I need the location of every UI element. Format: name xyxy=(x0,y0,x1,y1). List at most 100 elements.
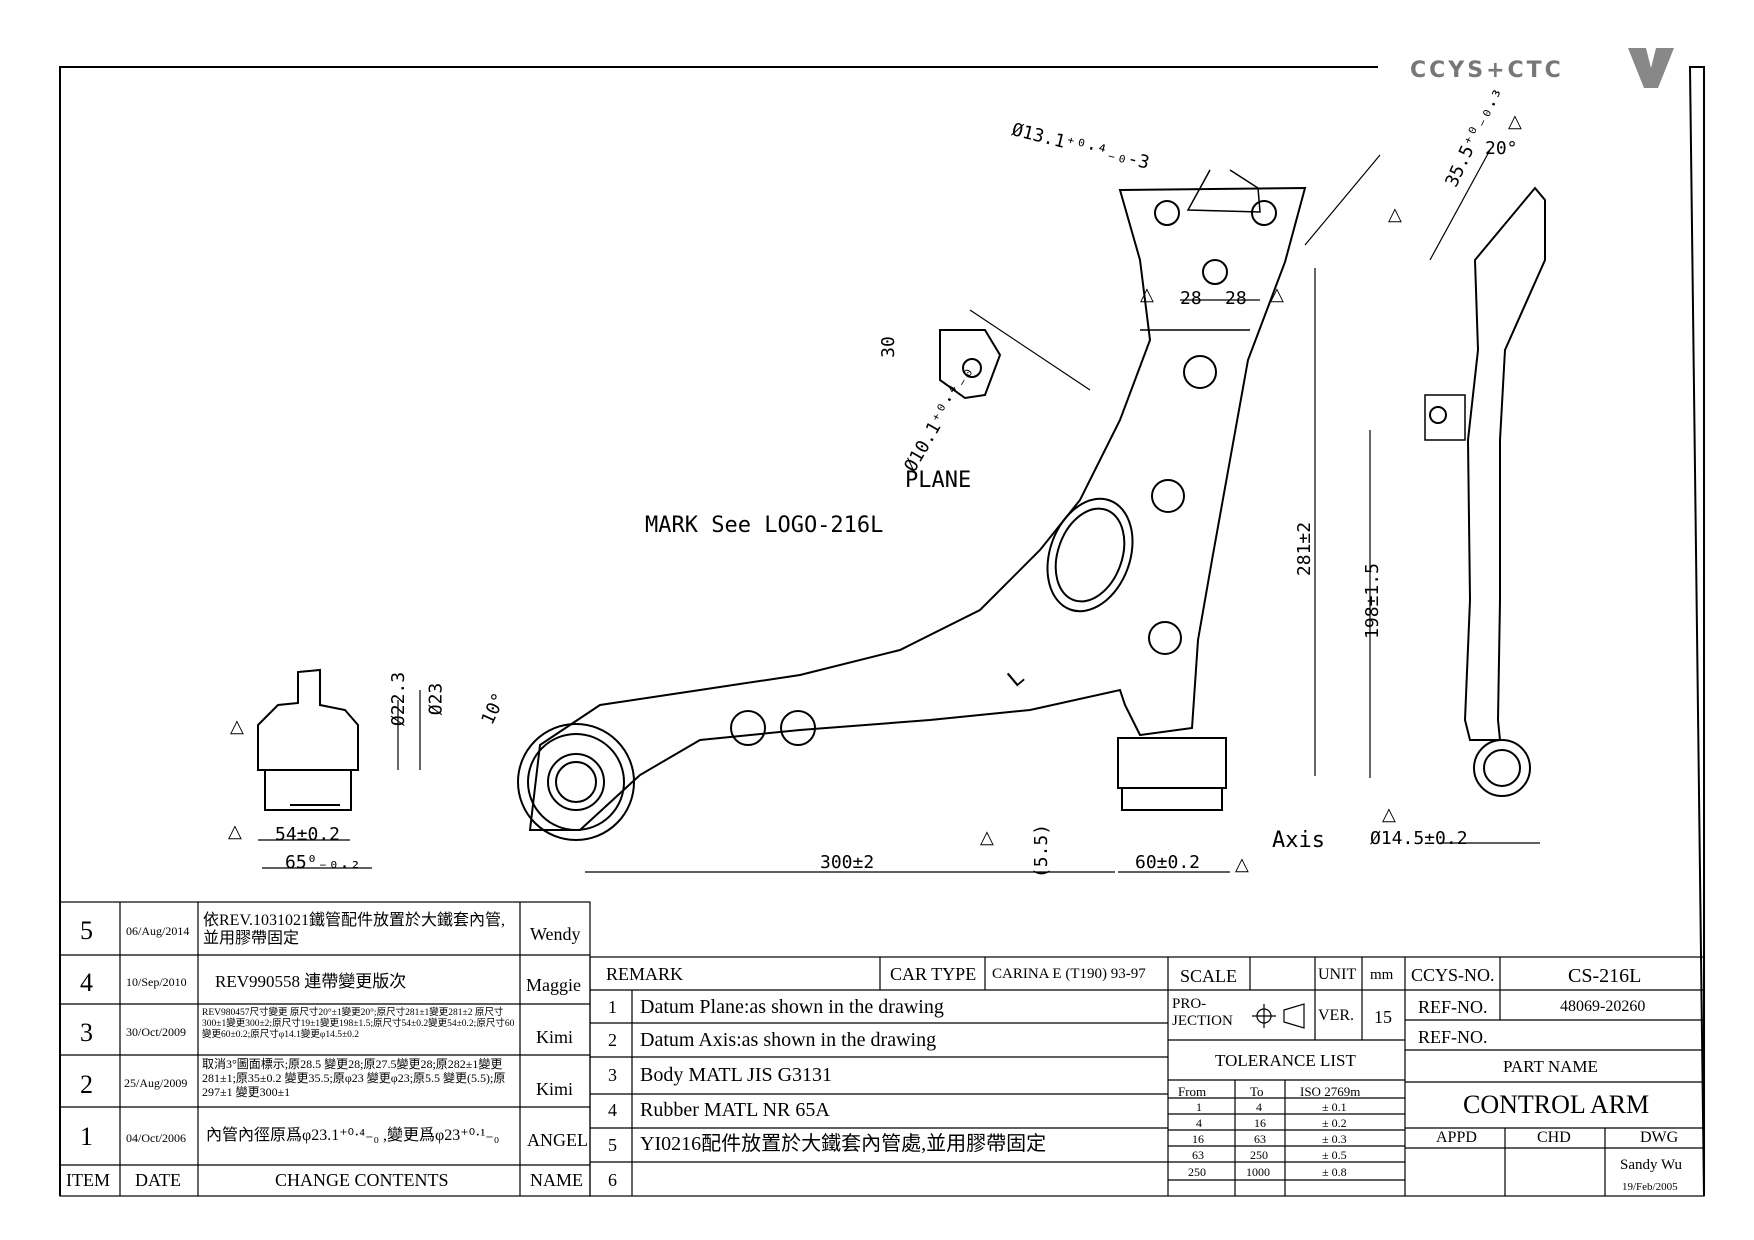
remark-number: 3 xyxy=(608,1065,617,1085)
remark-number: 6 xyxy=(608,1170,617,1190)
angle-20: 20° xyxy=(1485,138,1518,159)
ver-value: 15 xyxy=(1374,1007,1392,1027)
scale-label: SCALE xyxy=(1180,966,1238,986)
rev-name: Kimi xyxy=(536,1027,574,1047)
rev-header-item: ITEM xyxy=(66,1170,110,1190)
datum-triangle: △ xyxy=(230,716,244,736)
rev-item: 1 xyxy=(80,1122,93,1151)
rev-item: 3 xyxy=(80,1018,93,1047)
tolerance-title: TOLERANCE LIST xyxy=(1215,1051,1356,1070)
datum-triangle: △ xyxy=(1235,854,1249,874)
front-bushing xyxy=(517,723,635,841)
arm-front-view xyxy=(528,169,1307,831)
remark-number: 2 xyxy=(608,1030,617,1050)
dim-54: 54±0.2 xyxy=(275,824,341,845)
datum-triangle: △ xyxy=(980,827,994,847)
ref-no-value: 48069-20260 xyxy=(1560,998,1646,1015)
projection-label: PRO-JECTION xyxy=(1172,996,1233,1030)
arm-holes xyxy=(730,200,1277,746)
rev-content: REV990558 連帶變更版次 xyxy=(215,972,407,991)
rev-content: REV980457尺寸變更 原尺寸20°±1變更20°;原尺寸281±1變更28… xyxy=(202,1008,515,1040)
datum-triangle: △ xyxy=(1140,284,1154,304)
rev-header-date: DATE xyxy=(135,1170,181,1190)
rev-date: 25/Aug/2009 xyxy=(124,1076,188,1090)
tolerance-header: To xyxy=(1250,1084,1264,1099)
axis-label: Axis xyxy=(1272,828,1325,853)
tolerance-cell: 16 xyxy=(1254,1116,1266,1130)
rear-bushing xyxy=(1117,737,1227,811)
rev-content: 依REV.1031021鐵管配件放置於大鐵套內管,並用膠帶固定 xyxy=(203,912,505,948)
tolerance-cell: ± 0.1 xyxy=(1322,1100,1347,1114)
rev-date: 30/Oct/2009 xyxy=(126,1025,186,1039)
remark-text: Rubber MATL NR 65A xyxy=(640,1099,830,1121)
dim-65: 65⁰₋₀.₂ xyxy=(285,852,361,873)
remark-text: YI0216配件放置於大鐵套內管處,並用膠帶固定 xyxy=(640,1133,1047,1155)
remark-number: 5 xyxy=(608,1135,617,1155)
tolerance-cell: 63 xyxy=(1192,1148,1204,1162)
dim-28-right: 28 xyxy=(1225,288,1247,309)
part-name-value: CONTROL ARM xyxy=(1463,1090,1650,1119)
rev-item: 4 xyxy=(80,968,93,997)
dim-diameter-14-5: Ø14.5±0.2 xyxy=(1370,828,1468,849)
remark-number: 1 xyxy=(608,997,617,1017)
dim-28-left: 28 xyxy=(1180,288,1202,309)
side-view xyxy=(1424,186,1546,797)
rev-header-name: NAME xyxy=(530,1170,583,1190)
rev-name: Kimi xyxy=(536,1079,574,1099)
rev-header-content: CHANGE CONTENTS xyxy=(275,1170,449,1190)
ear-tab xyxy=(939,329,1002,400)
rev-name: Maggie xyxy=(526,975,581,995)
datum-triangle: △ xyxy=(1508,111,1522,131)
unit-value: mm xyxy=(1370,967,1394,983)
tolerance-cell: ± 0.3 xyxy=(1322,1132,1347,1146)
remark-label: REMARK xyxy=(606,964,684,984)
drawn-date: 19/Feb/2005 xyxy=(1622,1181,1678,1193)
sheet-border xyxy=(59,66,1705,1197)
car-type-label: CAR TYPE xyxy=(890,964,977,984)
tolerance-cell: 250 xyxy=(1188,1165,1206,1179)
tolerance-cell: 1000 xyxy=(1246,1165,1270,1179)
remark-text: Body MATL JIS G3131 xyxy=(640,1064,833,1086)
ccys-no-value: CS-216L xyxy=(1568,965,1642,987)
rev-date: 04/Oct/2006 xyxy=(126,1131,186,1145)
ccys-no-label: CCYS-NO. xyxy=(1411,965,1495,985)
remark-text: Datum Axis:as shown in the drawing xyxy=(640,1029,937,1051)
rev-item: 2 xyxy=(80,1070,93,1099)
rev-name: ANGEL xyxy=(527,1130,588,1150)
datum-triangle: △ xyxy=(1388,204,1402,224)
datum-triangle: △ xyxy=(1270,284,1284,304)
drawn-by: Sandy Wu xyxy=(1620,1157,1683,1173)
left-bushing-section xyxy=(257,668,359,811)
rev-name: Wendy xyxy=(530,924,581,944)
tolerance-cell: 16 xyxy=(1192,1132,1204,1146)
ref-no-label: REF-NO. xyxy=(1418,997,1488,1017)
mark-label: MARK See LOGO-216L xyxy=(645,513,884,538)
first-angle-projection-icon xyxy=(1252,1003,1305,1029)
dim-60: 60±0.2 xyxy=(1135,852,1201,873)
ver-label: VER. xyxy=(1318,1007,1354,1024)
rev-content: 取消3°圖面標示;原28.5 變更28;原27.5變更28;原282±1變更28… xyxy=(202,1057,506,1099)
tolerance-cell: 1 xyxy=(1196,1100,1202,1114)
chd-label: CHD xyxy=(1537,1129,1571,1146)
remark-number: 4 xyxy=(608,1100,617,1120)
datum-triangle: △ xyxy=(1382,804,1396,824)
rev-item: 5 xyxy=(80,916,93,945)
tolerance-cell: 250 xyxy=(1250,1148,1268,1162)
remark-text: Datum Plane:as shown in the drawing xyxy=(640,996,944,1018)
rev-date: 06/Aug/2014 xyxy=(126,924,190,938)
tolerance-cell: 63 xyxy=(1254,1132,1266,1146)
tolerance-cell: ± 0.8 xyxy=(1322,1165,1347,1179)
dwg-label: DWG xyxy=(1640,1129,1679,1146)
dim-300: 300±2 xyxy=(820,852,875,873)
unit-label: UNIT xyxy=(1318,966,1357,983)
appd-label: APPD xyxy=(1436,1129,1477,1146)
company-logo-mark xyxy=(1628,48,1674,88)
tolerance-cell: 4 xyxy=(1196,1116,1202,1130)
tolerance-header: ISO 2769m xyxy=(1300,1084,1361,1099)
tolerance-cell: 4 xyxy=(1256,1100,1262,1114)
company-logo-text: CCYS+CTC xyxy=(1410,58,1564,83)
tolerance-header: From xyxy=(1178,1084,1207,1099)
rev-content: 內管內徑原爲φ23.1⁺⁰·⁴₋₀ ,變更爲φ23⁺⁰·¹₋₀ xyxy=(206,1127,500,1144)
